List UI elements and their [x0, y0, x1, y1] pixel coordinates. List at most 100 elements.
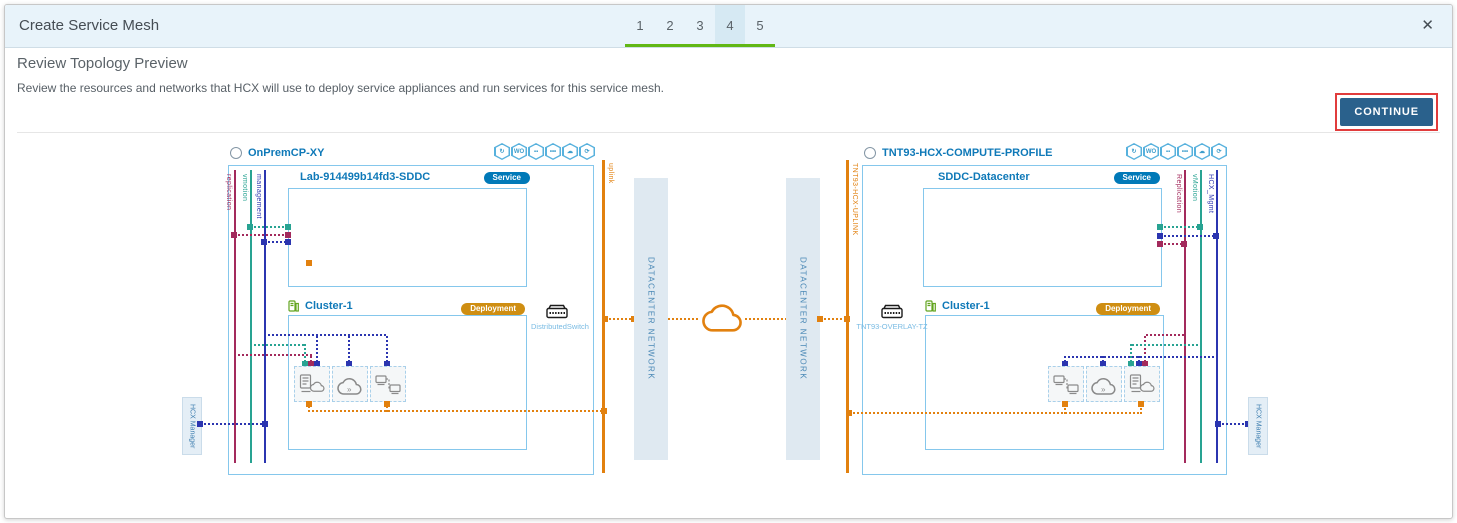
tnt93-uplink-network-label: TNT93-HCX-UPLINK: [851, 163, 858, 236]
cloud-wan-icon: »: [337, 378, 362, 395]
tnt93-uplink-network-line: [846, 160, 849, 473]
svg-text:»: »: [347, 385, 352, 394]
replication-appliance-connector-right: [1146, 334, 1186, 336]
distributed-switch-icon: [546, 304, 568, 319]
deployment-badge: Deployment: [1096, 303, 1160, 315]
hcx-interconnect-icon: ↻: [494, 143, 510, 160]
left-profile-header: OnPremCP-XY: [230, 147, 324, 159]
service-badge: Service: [1113, 172, 1160, 184]
uplink-network-label: uplink: [607, 163, 614, 184]
wan-link-right: [745, 318, 786, 320]
vmotion-drop-ix-right: [1128, 344, 1134, 367]
replication-appliance-connector: [234, 354, 312, 356]
right-profile-box: [862, 165, 1227, 475]
right-cluster-title: Cluster-1: [942, 300, 990, 312]
step-2[interactable]: 2: [666, 18, 674, 33]
step-5[interactable]: 5: [756, 18, 764, 33]
hcx-mgmt-network-line: [1216, 170, 1218, 463]
hcx-ix-appliance-tile: [294, 366, 330, 402]
left-cluster-box: [288, 315, 527, 450]
right-cluster-header: Cluster-1: [925, 300, 990, 312]
wizard-progress-bar: [625, 44, 775, 47]
datacenter-network-bar-right: DATACENTER NETWORK: [786, 178, 820, 460]
wan-link-left: [668, 318, 700, 320]
step-indicator: 1 2 3 4 5: [625, 5, 775, 47]
dialog-title-bar: Create Service Mesh 1 2 3 4 5 ✕: [5, 5, 1452, 48]
step-4-active[interactable]: 4: [715, 5, 745, 47]
right-service-container-title: SDDC-Datacenter: [938, 171, 1030, 183]
continue-annotation-box: CONTINUE: [1335, 93, 1438, 131]
disaster-recovery-icon: ☁: [562, 143, 578, 160]
replication-network-label: replication: [225, 174, 232, 211]
wan-optimization-icon: WO: [511, 143, 527, 160]
create-service-mesh-dialog: Create Service Mesh 1 2 3 4 5 ✕ Review T…: [4, 4, 1453, 519]
left-service-container-box: [288, 188, 527, 287]
left-profile-name: OnPremCP-XY: [248, 147, 325, 159]
hcx-ix-appliance-tile: [1124, 366, 1160, 402]
management-drop-wo: [346, 334, 352, 367]
uplink-drop-ne: [384, 401, 390, 412]
vmotion-network-line-right: [1200, 170, 1202, 463]
network-extension-icon: ▪▪: [1160, 143, 1176, 160]
content-divider: [17, 132, 1440, 133]
right-profile-header: TNT93-HCX-COMPUTE-PROFILE: [864, 147, 1053, 159]
replication-network-label-right: Replication: [1175, 174, 1182, 214]
wan-cloud-icon: [702, 304, 742, 332]
distributed-switch-label: DistributedSwitch: [531, 322, 589, 331]
uplink-drop-ne-right: [1062, 401, 1068, 414]
step-3[interactable]: 3: [696, 18, 704, 33]
right-service-container-box: [923, 188, 1162, 287]
close-icon[interactable]: ✕: [1421, 17, 1434, 34]
uplink-drop-ix: [306, 401, 312, 412]
svg-text:»: »: [1101, 385, 1106, 394]
switch-pair-icon: [375, 375, 401, 395]
management-drop-ix-right: [1136, 356, 1142, 367]
replication-drop-ix-right: [1142, 334, 1148, 367]
bulk-migration-icon: •••: [1177, 143, 1193, 160]
cluster-icon: [288, 300, 299, 312]
replication-network-line: [234, 170, 236, 463]
wan-opt-appliance-tile: »: [1086, 366, 1122, 402]
uplink-drop-ix-right: [1138, 401, 1144, 414]
uplink-bus-right: [846, 410, 1142, 416]
vmotion-appliance-connector-right: [1132, 344, 1202, 346]
uplink-bus-left: [308, 408, 607, 414]
management-drop-ne: [384, 334, 390, 367]
management-network-line: [264, 170, 266, 463]
wan-optimization-icon: WO: [1143, 143, 1159, 160]
datacenter-network-label-left: DATACENTER NETWORK: [646, 257, 656, 381]
datacenter-network-label-right: DATACENTER NETWORK: [798, 257, 808, 381]
dialog-title: Create Service Mesh: [19, 17, 160, 34]
management-drop-ix: [314, 334, 320, 367]
service-badge: Service: [483, 172, 530, 184]
network-extension-icon: ▪▪: [528, 143, 544, 160]
replication-drop-ix: [308, 354, 314, 367]
left-hcx-manager-label: HCX Manager: [188, 403, 196, 449]
left-profile-box: [228, 165, 594, 475]
continue-button[interactable]: CONTINUE: [1340, 98, 1433, 126]
cluster-icon: [925, 300, 936, 312]
management-service-connector: [261, 239, 291, 245]
replication-service-connector: [231, 232, 291, 238]
server-cloud-icon: [299, 374, 325, 393]
vmotion-network-line: [250, 170, 252, 463]
left-service-icons: ↻ WO ▪▪ ••• ☁ ⟳: [494, 143, 595, 160]
compute-profile-icon: [864, 147, 876, 159]
hcx-interconnect-icon: ↻: [1126, 143, 1142, 160]
management-service-connector-right: [1157, 233, 1219, 239]
uplink-to-datacenter-connector-left: [602, 316, 637, 322]
step-1[interactable]: 1: [636, 18, 644, 33]
management-appliance-bus: [264, 334, 388, 336]
topology-preview-canvas: OnPremCP-XY ↻ WO ▪▪ ••• ☁ ⟳ replication …: [5, 5, 1452, 518]
right-hcx-manager-box: HCX Manager: [1248, 397, 1268, 455]
hcx-mgmt-network-label: HCX_Mgmt: [1207, 174, 1214, 214]
vmotion-service-connector-right: [1157, 224, 1203, 230]
server-cloud-icon: [1129, 374, 1155, 393]
vmotion-network-label: vmotion: [241, 174, 248, 202]
management-network-label: management: [255, 174, 262, 219]
replication-network-line-right: [1184, 170, 1186, 463]
right-hcx-manager-label: HCX Manager: [1254, 403, 1262, 449]
left-hcx-manager-connector: [197, 421, 268, 427]
overlay-tz-label: TNT93-OVERLAY-TZ: [856, 322, 928, 331]
datacenter-network-bar-left: DATACENTER NETWORK: [634, 178, 668, 460]
